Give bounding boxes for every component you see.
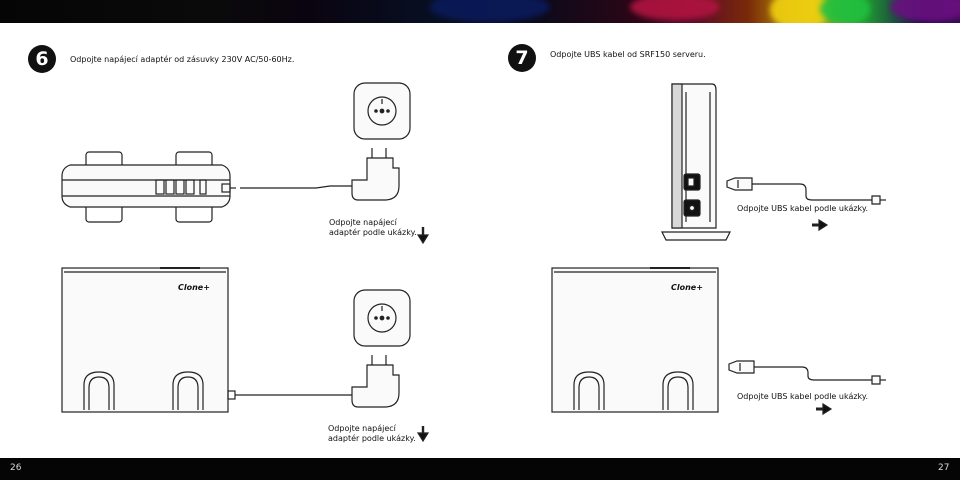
step-7-title: Odpojte UBS kabel od SRF150 serveru.: [550, 50, 706, 59]
step-6-caption-lower: Odpojte napájecí adaptér podle ukázky.: [328, 424, 416, 443]
server-tower-side: [661, 83, 731, 241]
wall-socket-upper: [353, 82, 411, 140]
page-number-right: 27: [938, 463, 950, 473]
decorative-header-band: [0, 0, 960, 23]
light-streak: [630, 0, 720, 20]
right-arrow-upper: [812, 218, 829, 232]
step-7-caption-lower: Odpojte UBS kabel podle ukázky.: [737, 392, 869, 401]
step-6-caption-upper: Odpojte napájecí adaptér podle ukázky.: [329, 218, 417, 237]
wall-socket-lower: [353, 289, 411, 347]
light-streak: [890, 0, 960, 22]
device-front-right: [551, 267, 719, 413]
down-arrow-lower: [416, 426, 430, 443]
device-front-left: [61, 267, 352, 413]
light-streak: [820, 0, 870, 23]
footer-bar: [0, 458, 960, 480]
usb-cable-upper: [726, 177, 886, 205]
step-7-caption-upper: Odpojte UBS kabel podle ukázky.: [737, 204, 869, 213]
down-arrow-upper: [416, 227, 430, 245]
step-7-badge: 7: [508, 44, 536, 72]
device-logo-left: Clone+: [178, 283, 210, 292]
usb-cable-lower: [728, 360, 886, 385]
device-side-view: [61, 151, 231, 223]
light-streak: [430, 0, 550, 22]
step-6-badge: 6: [28, 45, 56, 73]
step-7-number: 7: [515, 47, 529, 69]
page-number-left: 26: [10, 463, 22, 473]
device-logo-right: Clone+: [671, 283, 703, 292]
power-adapter-lower: [351, 355, 400, 408]
power-adapter-upper: [226, 148, 400, 201]
step-6-number: 6: [35, 48, 49, 70]
step-6-title: Odpojte napájecí adaptér od zásuvky 230V…: [70, 55, 295, 64]
light-streak: [770, 0, 830, 23]
right-arrow-lower: [816, 402, 833, 416]
